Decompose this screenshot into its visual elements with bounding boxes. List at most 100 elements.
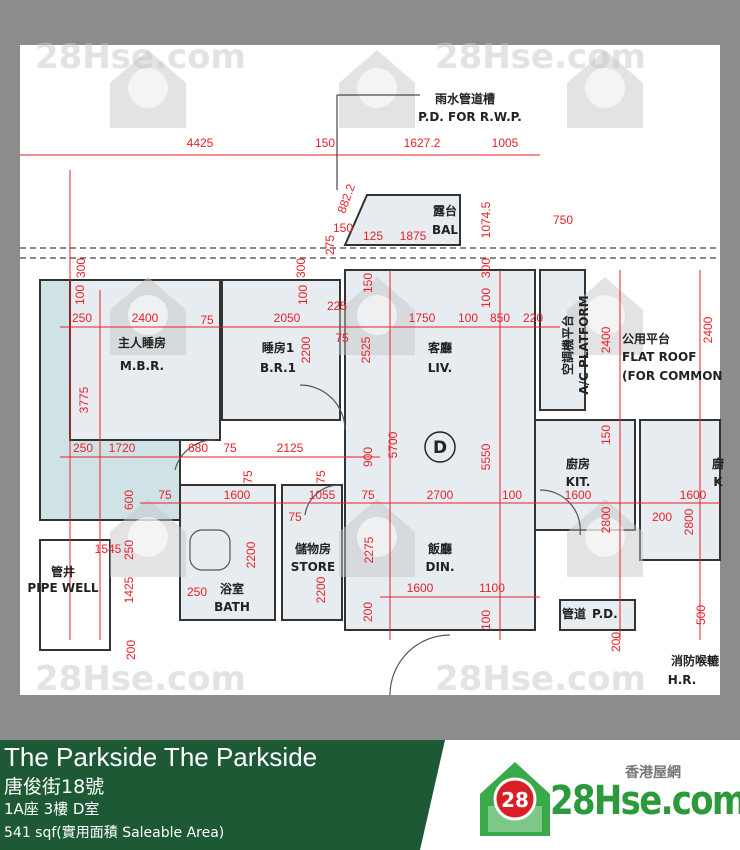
dimension-label: 900 bbox=[361, 447, 375, 467]
dimension-label: 1600 bbox=[565, 488, 592, 502]
dimension-label: 200 bbox=[124, 640, 138, 660]
flat-roof-zh: 公用平台 bbox=[622, 331, 670, 346]
watermark-house-icon bbox=[339, 499, 415, 577]
room-label: PIPE WELL bbox=[27, 581, 99, 595]
room-label: 露台 bbox=[433, 203, 457, 218]
ac-platform-zh: 空調機平台 bbox=[560, 315, 575, 375]
dimension-label: 5700 bbox=[386, 431, 400, 458]
dimension-label: 3775 bbox=[77, 386, 91, 413]
room-label: K bbox=[713, 475, 723, 489]
dimension-label: 2200 bbox=[314, 576, 328, 603]
callout-en: P.D. FOR R.W.P. bbox=[418, 110, 522, 124]
dimension-label: 75 bbox=[361, 488, 375, 502]
dimension-label: 1005 bbox=[492, 136, 519, 150]
dimension-label: 275 bbox=[323, 235, 337, 255]
dimension-label: 2400 bbox=[599, 326, 613, 353]
room-label: 睡房1 bbox=[262, 340, 294, 355]
watermark-house-icon bbox=[110, 50, 186, 128]
room-label: STORE bbox=[291, 560, 335, 574]
dimension-label: 1545 bbox=[95, 542, 122, 556]
dimension-label: 300 bbox=[74, 258, 88, 278]
watermark-house-icon bbox=[339, 50, 415, 128]
dimension-label: 75 bbox=[288, 510, 302, 524]
room-label: 消防喉轆 bbox=[671, 653, 719, 668]
dimension-label: 850 bbox=[490, 311, 510, 325]
address: 唐俊街18號 bbox=[4, 776, 105, 798]
watermark-text: 28Hse.com bbox=[35, 659, 246, 699]
dimension-label: 125 bbox=[363, 229, 383, 243]
dimension-label: 250 bbox=[73, 441, 93, 455]
listing-info-panel: The Parkside The Parkside 唐俊街18號 1A座 3樓 … bbox=[0, 740, 445, 850]
dimension-label: 1750 bbox=[409, 311, 436, 325]
dimension-label: 1074.5 bbox=[479, 201, 493, 238]
dimension-label: 1425 bbox=[122, 576, 136, 603]
dimension-label: 600 bbox=[122, 490, 136, 510]
room-label: 廚 bbox=[712, 456, 724, 471]
dimension-label: 2700 bbox=[427, 488, 454, 502]
room-label: 廚房 bbox=[566, 456, 590, 471]
watermark-house-icon bbox=[567, 50, 643, 128]
dimension-label: 75 bbox=[200, 313, 214, 327]
room-label: 管井 bbox=[51, 564, 75, 579]
room-label: DIN. bbox=[425, 560, 454, 574]
room-label: H.R. bbox=[668, 673, 697, 687]
dimension-label: 150 bbox=[333, 221, 353, 235]
flat-roof-en2: (FOR COMMON bbox=[622, 369, 722, 383]
dimension-label: 2200 bbox=[244, 541, 258, 568]
dimension-label: 1600 bbox=[407, 581, 434, 595]
unit: 1A座 3樓 D室 bbox=[4, 800, 100, 818]
brand-cn: 香港屋網 bbox=[625, 765, 681, 781]
svg-text:28: 28 bbox=[501, 788, 529, 812]
unit-marker bbox=[424, 431, 456, 463]
room-label: 客廳 bbox=[427, 340, 452, 355]
dimension-label: 680 bbox=[188, 441, 208, 455]
watermark-house-icon bbox=[110, 499, 186, 577]
dimension-label: 75 bbox=[223, 441, 237, 455]
dimension-label: 1627.2 bbox=[404, 136, 441, 150]
room-label: BAL bbox=[432, 223, 458, 237]
dimension-label: 750 bbox=[553, 213, 573, 227]
dimension-label: 75 bbox=[158, 488, 172, 502]
brand-logo-icon: 28 bbox=[480, 762, 550, 836]
dimension-label: 2050 bbox=[274, 311, 301, 325]
pd-en: P.D. bbox=[592, 607, 618, 621]
dimension-label: 220 bbox=[523, 311, 543, 325]
dimension-label: 250 bbox=[122, 540, 136, 560]
dimension-label: 200 bbox=[361, 602, 375, 622]
dimension-label: 2800 bbox=[682, 508, 696, 535]
dimension-label: 1720 bbox=[109, 441, 136, 455]
dimension-label: 100 bbox=[296, 285, 310, 305]
room-label: B.R.1 bbox=[260, 361, 296, 375]
room-label: 儲物房 bbox=[295, 541, 331, 556]
dimension-label: 1875 bbox=[400, 229, 427, 243]
dimension-label: 2200 bbox=[299, 336, 313, 363]
dimension-label: 4425 bbox=[187, 136, 214, 150]
dimension-label: 2125 bbox=[277, 441, 304, 455]
dimension-label: 250 bbox=[72, 311, 92, 325]
dimension-label: 2400 bbox=[701, 316, 715, 343]
watermark-house-icon bbox=[567, 499, 643, 577]
watermark-house-icon bbox=[110, 277, 186, 355]
callout-zh: 雨水管道槽 bbox=[435, 91, 495, 106]
watermark-house-icon bbox=[567, 277, 643, 355]
dimension-label: 100 bbox=[479, 288, 493, 308]
flat-roof-en: FLAT ROOF bbox=[622, 350, 696, 364]
dimension-label: 2800 bbox=[599, 506, 613, 533]
dimension-label: 2525 bbox=[359, 336, 373, 363]
building-name: The Parkside The Parkside bbox=[4, 742, 318, 772]
room-label: M.B.R. bbox=[120, 359, 164, 373]
dimension-label: 150 bbox=[315, 136, 335, 150]
dimension-label: 150 bbox=[361, 273, 375, 293]
room-label: 浴室 bbox=[220, 581, 244, 596]
dimension-label: 100 bbox=[73, 285, 87, 305]
brand-name: 28Hse.com bbox=[550, 778, 740, 824]
listing-banner: The Parkside The Parkside 唐俊街18號 1A座 3樓 … bbox=[0, 740, 740, 850]
watermark-text: 28Hse.com bbox=[435, 659, 646, 699]
dimension-label: 75 bbox=[241, 470, 255, 484]
dimension-label: 75 bbox=[335, 331, 349, 345]
dimension-label: 200 bbox=[609, 632, 623, 652]
dimension-label: 2400 bbox=[132, 311, 159, 325]
dimension-label: 500 bbox=[694, 605, 708, 625]
